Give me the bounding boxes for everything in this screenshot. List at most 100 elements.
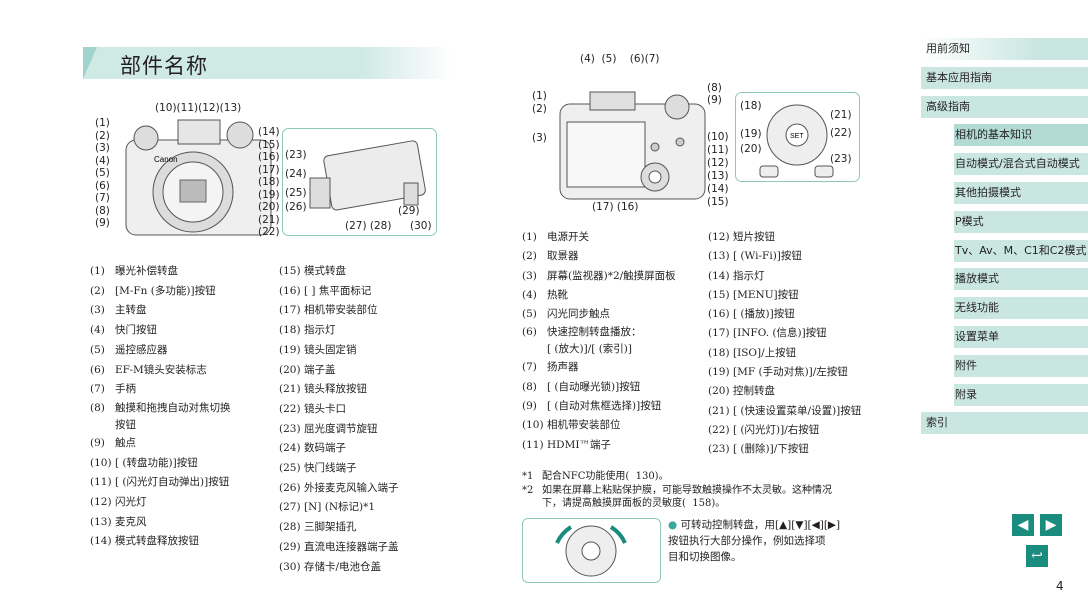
nav-item-accessories[interactable]: 附件 <box>951 354 1088 377</box>
list-item: (19)[MF (手动对焦)]/左按钮 <box>708 366 848 379</box>
list-item: (8)触摸和拖拽自动对焦切换 按钮 <box>90 401 231 431</box>
nav-item-wireless[interactable]: 无线功能 <box>951 297 1088 320</box>
list-item: (13)[ (Wi-Fi)]按钮 <box>708 250 802 263</box>
list-item: (23)屈光度调节旋钮 <box>279 422 378 435</box>
nav-item-basic-guide[interactable]: 基本应用指南 <box>921 66 1088 89</box>
list-item: (15)模式转盘 <box>279 265 346 277</box>
back-callout-3: (3) <box>532 132 547 144</box>
inset-callout-25: (25) <box>285 187 307 199</box>
next-page-icon[interactable]: ▶ <box>1040 514 1062 536</box>
nav-item-other-modes[interactable]: 其他拍摄模式 <box>951 181 1088 204</box>
dial-callout-23: (23) <box>830 153 852 165</box>
front-parts-list-b: (15)模式转盘 (16)[ ] 焦平面标记 (17)相机带安装部位 (18)指… <box>279 262 449 577</box>
inset-callout-27-28: (27) (28) <box>345 220 392 232</box>
list-item: (18)[ISO]/上按钮 <box>708 346 797 359</box>
list-item: (12)闪光灯 <box>90 496 147 509</box>
list-item: (21)[ (快速设置菜单/设置)]按钮 <box>708 404 862 417</box>
svg-text:Canon: Canon <box>154 155 178 164</box>
list-item: (7)手柄 <box>90 383 136 396</box>
dial-callout-22: (22) <box>830 127 852 139</box>
inset-callout-30: (30) <box>410 220 432 232</box>
page-title: 部件名称 <box>120 54 208 78</box>
nav-item-setup-menu[interactable]: 设置菜单 <box>951 325 1088 348</box>
inset-callout-24: (24) <box>285 168 307 180</box>
list-item: (16)[ ] 焦平面标记 <box>279 284 372 297</box>
list-item: (18)指示灯 <box>279 324 336 337</box>
nav-item-appendix[interactable]: 附录 <box>951 383 1088 406</box>
dial-callout-18: (18) <box>740 100 762 112</box>
list-item: (22)[ (闪光灯)]/右按钮 <box>708 423 820 436</box>
dial-callout-19: (19) <box>740 128 762 140</box>
list-item: (21)镜头释放按钮 <box>279 383 367 396</box>
nav-item-p-mode[interactable]: P模式 <box>951 210 1088 233</box>
list-item: (5)遥控感应器 <box>90 343 168 356</box>
list-item: (15)[MENU]按钮 <box>708 288 799 301</box>
dial-note: ● 可转动控制转盘，用[▲][▼][◀][▶] 按钮执行大部分操作，例如选择项 … <box>668 519 841 563</box>
list-item: (16)[ (播放)]按钮 <box>708 308 795 321</box>
list-item: (9)触点 <box>90 436 136 449</box>
list-item: (1)曝光补偿转盘 <box>90 265 178 277</box>
dial-rotation-figure <box>522 518 661 583</box>
back-parts-list-a: (1)电源开关 (2)取景器 (3)屏幕(监视器)*2/触摸屏面板 (4)热靴 … <box>522 228 707 455</box>
camera-back-figure <box>555 82 715 207</box>
dial-callout-21: (21) <box>830 109 852 121</box>
list-item: (23)[ (删除)]/下按钮 <box>708 443 809 456</box>
prev-page-icon[interactable]: ◀ <box>1012 514 1034 536</box>
nav-item-index[interactable]: 索引 <box>921 412 1088 435</box>
return-icon[interactable]: ↩ <box>1026 545 1048 567</box>
front-callouts-right: (14)(15)(16)(17)(18)(19)(20)(21)(22) <box>258 126 280 238</box>
list-item: (25)快门线端子 <box>279 462 357 475</box>
list-item: (27)[N] (N标记)*1 <box>279 501 376 514</box>
list-item: (12)短片按钮 <box>708 231 775 243</box>
inset-callout-23: (23) <box>285 149 307 161</box>
nav-item-advanced-guide[interactable]: 高级指南 <box>921 95 1088 118</box>
list-item: (22)镜头卡口 <box>279 402 346 415</box>
list-item: (2)[M-Fn (多功能)]按钮 <box>90 284 216 297</box>
list-item: (10)[ (转盘功能)]按钮 <box>90 456 198 469</box>
front-callouts-left: (1)(2)(3)(4)(5)(6)(7)(8)(9) <box>95 117 110 229</box>
nav-item-before-use[interactable]: 用前须知 <box>921 38 1088 60</box>
svg-text:SET: SET <box>790 133 804 140</box>
list-item: (11)[ (闪光灯自动弹出)]按钮 <box>90 476 230 489</box>
back-callouts-right: (10)(11)(12)(13)(14)(15) <box>707 131 729 208</box>
list-item: (3)屏幕(监视器)*2/触摸屏面板 <box>522 269 676 282</box>
list-item: (7)扬声器 <box>522 361 579 374</box>
nav-item-tv-av-m-modes[interactable]: Tv、Av、M、C1和C2模式 <box>951 239 1088 262</box>
list-item: (14)指示灯 <box>708 269 765 282</box>
title-bar <box>83 47 453 79</box>
dial-callout-20: (20) <box>740 143 762 155</box>
inset-callout-26: (26) <box>285 201 307 213</box>
nav-item-camera-basics[interactable]: 相机的基本知识 <box>951 124 1088 147</box>
sidebar-nav: 用前须知 基本应用指南 高级指南 相机的基本知识 自动模式/混合式自动模式 其他… <box>921 38 1088 441</box>
list-item: (4)快门按钮 <box>90 324 157 337</box>
list-item: (20)端子盖 <box>279 363 336 376</box>
nav-item-auto-mode[interactable]: 自动模式/混合式自动模式 <box>951 153 1088 176</box>
list-item: (24)数码端子 <box>279 442 346 455</box>
list-item: (20)控制转盘 <box>708 385 775 398</box>
nav-item-playback[interactable]: 播放模式 <box>951 268 1088 291</box>
list-item: (4)热靴 <box>522 288 568 301</box>
list-item: (3)主转盘 <box>90 304 147 317</box>
list-item: (28)三脚架插孔 <box>279 521 357 534</box>
back-callout-2: (2) <box>532 103 547 115</box>
list-item: (1)电源开关 <box>522 231 589 243</box>
control-dial-inset: SET <box>735 92 860 182</box>
list-item: (9)[ (自动对焦框选择)]按钮 <box>522 400 662 413</box>
list-item: (14)模式转盘释放按钮 <box>90 535 199 548</box>
list-item: (19)镜头固定销 <box>279 343 357 356</box>
front-callout-top: (10)(11)(12)(13) <box>155 102 242 114</box>
page-number: 4 <box>1056 579 1064 593</box>
list-item: (2)取景器 <box>522 250 579 263</box>
list-item: (6)快速控制转盘播放： [ (放大)]/[ (索引)] <box>522 326 642 356</box>
camera-front-figure: Canon <box>118 110 278 245</box>
back-callout-bottom: (17) (16) <box>592 201 639 213</box>
list-item: (11)HDMI™端子 <box>522 438 611 451</box>
front-parts-list-a: (1)曝光补偿转盘 (2)[M-Fn (多功能)]按钮 (3)主转盘 (4)快门… <box>90 262 270 552</box>
back-callout-top: (4) (5) (6)(7) <box>580 53 660 65</box>
list-item: (6)EF-M镜头安装标志 <box>90 363 207 376</box>
list-item: (8)[ (自动曝光锁)]按钮 <box>522 380 641 393</box>
list-item: (17)相机带安装部位 <box>279 304 378 317</box>
